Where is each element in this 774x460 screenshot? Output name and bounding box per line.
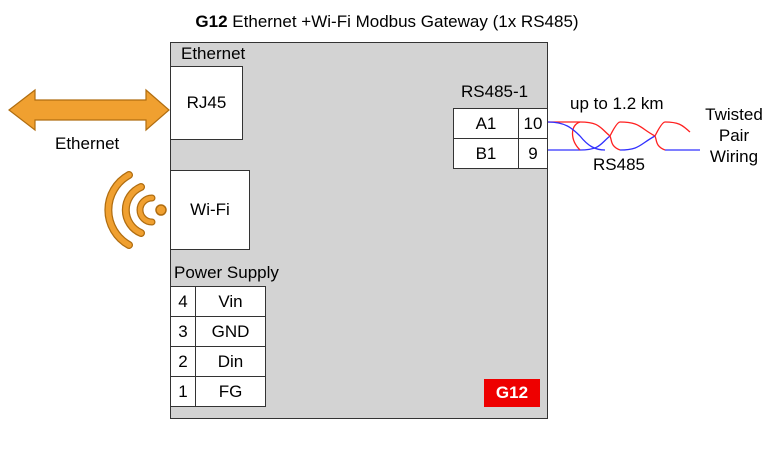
title-model: G12 <box>195 12 228 31</box>
power-terminal-row: 2 Din <box>170 346 266 377</box>
terminal-name: B1 <box>453 138 519 169</box>
diagram-title: G12 Ethernet +Wi-Fi Modbus Gateway (1x R… <box>0 12 774 32</box>
twisted-pair-label: Twisted Pair Wiring <box>696 104 772 167</box>
terminal-pin: 3 <box>170 316 196 347</box>
rj45-port: RJ45 <box>170 66 243 140</box>
power-supply-terminal-block: 4 Vin 3 GND 2 Din 1 FG <box>170 286 266 407</box>
title-description: Ethernet +Wi-Fi Modbus Gateway (1x RS485… <box>232 12 579 31</box>
wifi-signal-icon <box>104 171 167 249</box>
rj45-label: RJ45 <box>186 93 227 112</box>
power-terminal-row: 4 Vin <box>170 286 266 317</box>
twisted-pair-line: Wiring <box>709 147 759 166</box>
twisted-pair-wires <box>547 121 700 151</box>
rs485-terminal-block: A1 10 B1 9 <box>453 108 548 169</box>
model-badge: G12 <box>484 379 540 407</box>
terminal-pin: 9 <box>518 138 548 169</box>
twisted-pair-line: Twisted <box>705 105 763 124</box>
wire-blue-arc <box>547 121 606 151</box>
ethernet-double-arrow-icon <box>8 88 170 132</box>
terminal-name: Vin <box>195 286 266 317</box>
power-terminal-row: 1 FG <box>170 376 266 407</box>
wire-red-arc <box>571 121 666 151</box>
terminal-name: GND <box>195 316 266 347</box>
wifi-label: Wi-Fi <box>190 200 230 219</box>
rs485-port-label: RS485-1 <box>461 82 529 101</box>
terminal-pin: 1 <box>170 376 196 407</box>
distance-label: up to 1.2 km <box>570 94 664 113</box>
terminal-name: FG <box>195 376 266 407</box>
rs485-bus-label: RS485 <box>593 155 645 174</box>
terminal-name: Din <box>195 346 266 377</box>
wifi-module: Wi-Fi <box>170 170 250 250</box>
power-terminal-row: 3 GND <box>170 316 266 347</box>
twisted-pair-line: Pair <box>718 126 750 145</box>
terminal-name: A1 <box>453 108 519 139</box>
ethernet-port-label: Ethernet <box>181 44 246 63</box>
terminal-pin: 10 <box>518 108 548 139</box>
ethernet-network-label: Ethernet <box>55 134 120 153</box>
wire-a-blue <box>547 135 700 151</box>
rs485-terminal-row: A1 10 <box>453 108 548 139</box>
rs485-terminal-row: B1 9 <box>453 138 548 169</box>
power-supply-label: Power Supply <box>174 263 279 282</box>
wire-a-red <box>548 121 691 137</box>
